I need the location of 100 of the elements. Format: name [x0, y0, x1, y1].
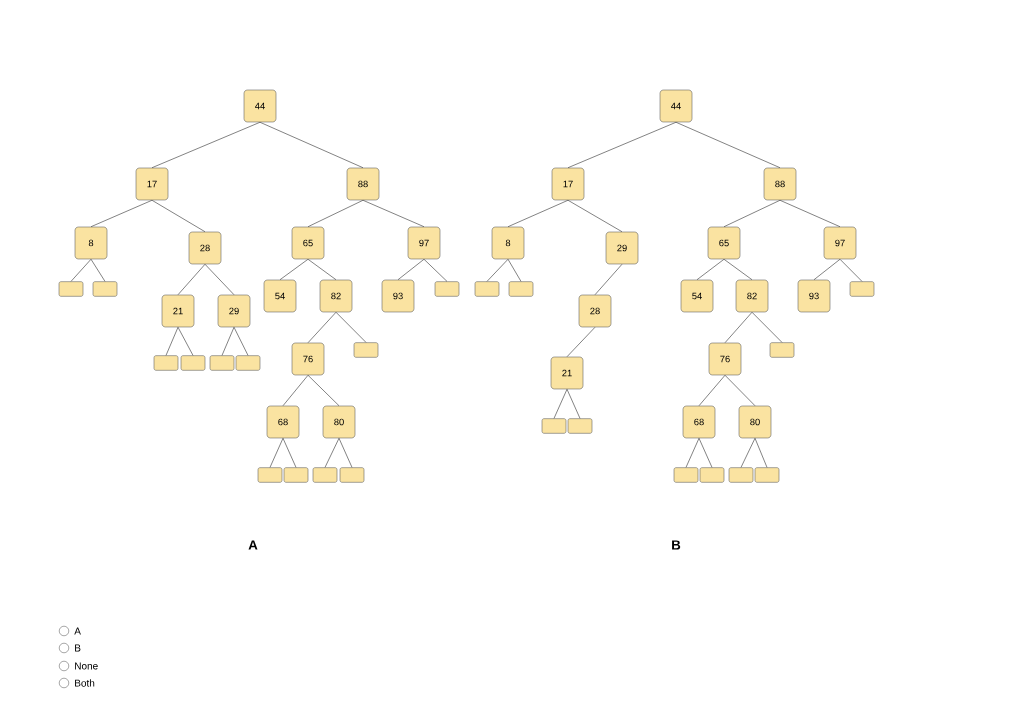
leaf-box	[769, 342, 795, 358]
tree-edge	[698, 437, 713, 468]
tree-edge	[259, 121, 364, 169]
node-box: 44	[659, 89, 693, 123]
tree-edge	[839, 258, 863, 282]
tree-edge	[165, 326, 179, 356]
tree-edge	[307, 374, 340, 407]
leaf-box	[180, 355, 206, 371]
tree-edge	[397, 258, 425, 281]
leaf-box	[728, 467, 754, 483]
leaf-box	[474, 281, 500, 297]
node-box: 76	[291, 342, 325, 376]
tree-edge	[423, 258, 448, 282]
tree-edge	[70, 258, 92, 282]
tree-caption: B	[672, 540, 681, 550]
node-box: 97	[407, 226, 441, 260]
node-box: 28	[188, 231, 222, 265]
node-box: 29	[217, 294, 251, 328]
tree-edge	[307, 311, 337, 344]
node-box: 17	[551, 167, 585, 201]
tree-edge	[675, 121, 781, 169]
tree-edge	[307, 258, 337, 281]
node-box: 93	[381, 279, 415, 313]
tree-caption: A	[248, 540, 258, 550]
tree-edge	[90, 199, 153, 228]
tree-edge	[233, 326, 249, 356]
node-box: 54	[680, 279, 714, 313]
tree-edge	[507, 199, 569, 228]
tree-edge	[724, 311, 753, 344]
node-box: 68	[266, 405, 300, 439]
option-label: A	[74, 627, 81, 635]
node-box: 88	[763, 167, 797, 201]
tree-edge	[751, 311, 783, 343]
option-label: Both	[75, 679, 95, 687]
tree-edge	[362, 199, 425, 228]
leaf-box	[673, 467, 699, 483]
node-box: 65	[291, 226, 325, 260]
tree-edge	[553, 388, 568, 419]
tree-edge	[696, 258, 725, 281]
leaf-box	[153, 355, 179, 371]
leaf-box	[567, 418, 593, 434]
tree-edge	[685, 437, 700, 468]
tree-edge	[338, 437, 353, 468]
leaf-box	[754, 467, 780, 483]
node-box: 82	[319, 279, 353, 313]
node-box: 17	[135, 167, 169, 201]
node-box: 21	[161, 294, 195, 328]
option-label: B	[75, 644, 81, 652]
tree-edge	[307, 199, 364, 228]
leaf-box	[849, 281, 875, 297]
tree-edge	[204, 263, 235, 296]
node-box: 68	[682, 405, 716, 439]
node-box: 65	[707, 226, 741, 260]
tree-edge	[221, 326, 235, 356]
node-box: 76	[708, 342, 742, 376]
node-box: 80	[322, 405, 356, 439]
tree-edge	[566, 388, 581, 419]
node-box: 97	[823, 226, 857, 260]
tree-edge	[740, 437, 756, 468]
leaf-box	[257, 467, 283, 483]
node-box: 93	[797, 279, 831, 313]
leaf-box	[283, 467, 309, 483]
node-box: 54	[263, 279, 297, 313]
tree-edge	[567, 199, 623, 233]
tree-edge	[723, 258, 753, 281]
leaf-box	[508, 281, 534, 297]
node-box: 8	[74, 226, 108, 260]
tree-edge	[698, 374, 726, 407]
tree-edge	[594, 263, 623, 296]
tree-edge	[269, 437, 284, 468]
tree-edge	[151, 121, 261, 169]
leaf-box	[541, 418, 567, 434]
tree-edge	[282, 437, 297, 468]
tree-edge	[335, 311, 367, 343]
node-box: 82	[735, 279, 769, 313]
leaf-box	[339, 467, 365, 483]
tree-edge	[566, 326, 596, 358]
leaf-box	[312, 467, 338, 483]
tree-edge	[90, 258, 106, 282]
leaf-box	[699, 467, 725, 483]
tree-edge	[724, 374, 756, 407]
tree-edge	[324, 437, 340, 468]
node-box: 28	[578, 294, 612, 328]
node-box: 80	[738, 405, 772, 439]
leaf-box	[209, 355, 235, 371]
tree-edge	[282, 374, 309, 407]
node-box: 21	[550, 356, 584, 390]
node-box: 44	[243, 89, 277, 123]
tree-edge	[486, 258, 509, 282]
node-box: 88	[346, 167, 380, 201]
option-label: None	[75, 662, 98, 670]
tree-edge	[279, 258, 309, 281]
leaf-box	[353, 342, 379, 358]
tree-edge	[507, 258, 522, 282]
tree-edge	[567, 121, 677, 169]
leaf-box	[92, 281, 118, 297]
tree-edge	[177, 326, 194, 356]
tree-edge	[813, 258, 841, 281]
tree-edge	[779, 199, 841, 228]
tree-edge	[151, 199, 206, 233]
